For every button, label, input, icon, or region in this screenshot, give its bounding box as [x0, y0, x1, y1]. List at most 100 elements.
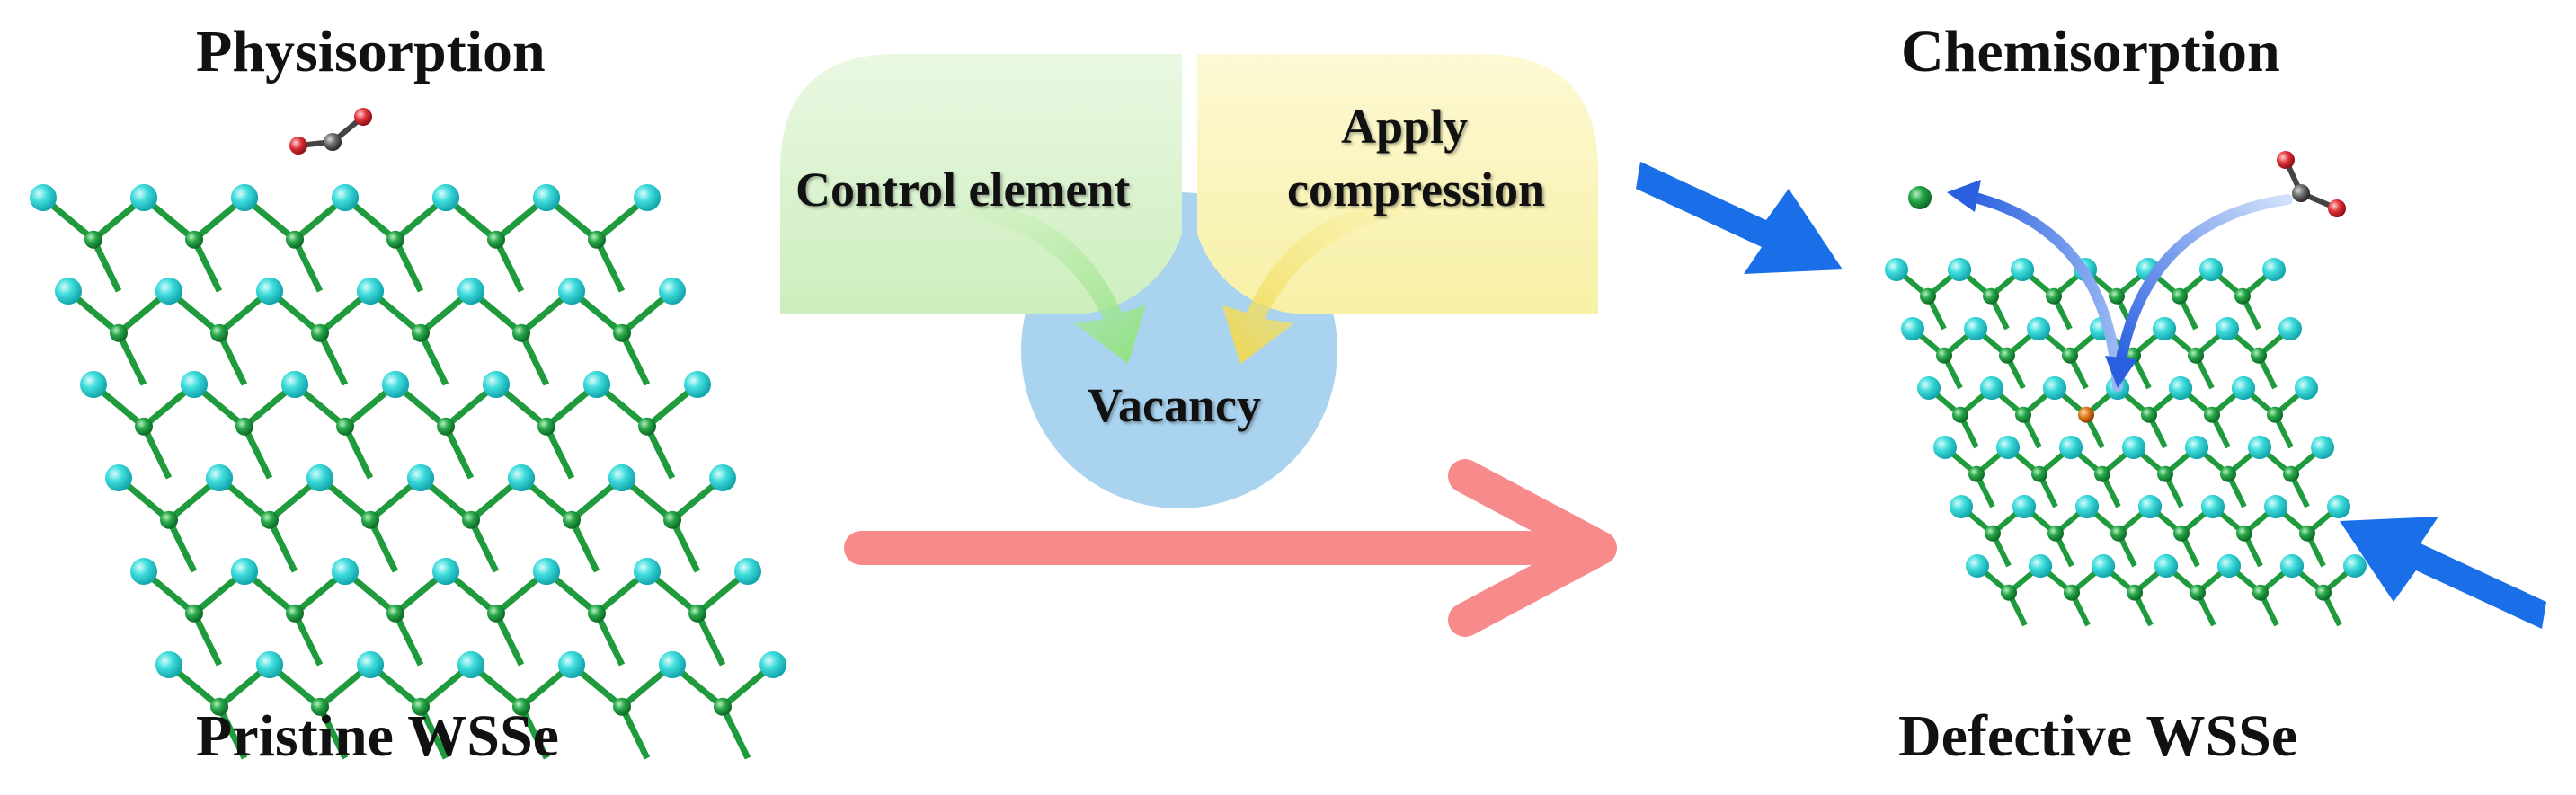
- metal-atom: [2267, 406, 2283, 423]
- chalcogen-atom: [281, 371, 308, 398]
- chalcogen-atom: [432, 558, 459, 585]
- metal-atom: [386, 604, 404, 623]
- chalcogen-atom: [1980, 376, 2003, 400]
- chalcogen-atom: [2327, 495, 2350, 518]
- chalcogen-atom: [2216, 317, 2239, 340]
- vacancy-label: Vacancy: [1088, 378, 1262, 432]
- chalcogen-atom: [2169, 376, 2192, 400]
- chalcogen-atom: [457, 651, 484, 678]
- defective-label: Defective WSSe: [1898, 703, 2298, 769]
- metal-atom: [336, 417, 354, 436]
- metal-atom: [437, 417, 455, 436]
- chalcogen-atom: [231, 184, 258, 211]
- metal-atom: [2001, 584, 2017, 601]
- metal-atom: [235, 417, 253, 436]
- chalcogen-atom: [759, 651, 786, 678]
- chalcogen-atom: [30, 184, 57, 211]
- adsorption-curve-arrows: [1947, 180, 2293, 392]
- chalcogen-atom: [1964, 317, 1987, 340]
- chalcogen-atom: [407, 464, 434, 491]
- pressure-arrow-icon: [1636, 162, 1843, 274]
- chalcogen-atom: [2278, 317, 2302, 340]
- chalcogen-atom: [2217, 554, 2241, 578]
- vacancy-site: [2078, 406, 2094, 423]
- pristine-label: Pristine WSSe: [196, 703, 559, 769]
- metal-atom: [2062, 347, 2078, 364]
- chalcogen-atom: [2122, 436, 2145, 459]
- metal-atom: [2299, 525, 2315, 542]
- metal-atom: [1920, 287, 1936, 305]
- metal-atom: [2064, 584, 2080, 601]
- metal-atom: [2109, 287, 2125, 305]
- metal-atom: [487, 230, 505, 249]
- chalcogen-atom: [206, 464, 233, 491]
- chalcogen-atom: [181, 371, 208, 398]
- metal-atom: [185, 230, 203, 249]
- chalcogen-atom: [533, 184, 560, 211]
- chalcogen-atom: [155, 651, 182, 678]
- chalcogen-atom: [2138, 495, 2162, 518]
- chalcogen-atom: [2280, 554, 2304, 578]
- chalcogen-atom: [256, 651, 283, 678]
- metal-atom: [2046, 287, 2062, 305]
- chalcogen-atom: [306, 464, 333, 491]
- metal-atom: [487, 604, 505, 623]
- chalcogen-atom: [2248, 436, 2271, 459]
- defective-lattice: [1885, 258, 2367, 627]
- metal-atom: [663, 510, 681, 529]
- metal-atom: [2157, 465, 2173, 482]
- metal-atom: [462, 510, 480, 529]
- metal-atom: [613, 697, 631, 716]
- chalcogen-atom: [457, 278, 484, 305]
- chalcogen-atom: [1950, 495, 1973, 518]
- chalcogen-atom: [1917, 376, 1941, 400]
- co2-molecule-icon: [2277, 151, 2346, 217]
- right-arrow-icon: [844, 459, 1617, 637]
- metal-atom: [412, 323, 430, 342]
- green-inner-arrow-icon: [966, 202, 1146, 364]
- chalcogen-atom: [2059, 436, 2083, 459]
- chalcogen-atom: [1966, 554, 1989, 578]
- metal-atom: [412, 697, 430, 716]
- chalcogen-atom: [2011, 258, 2034, 281]
- chalcogen-atom: [1901, 317, 1924, 340]
- metal-atom: [2190, 584, 2206, 601]
- metal-atom: [386, 230, 404, 249]
- chalcogen-atom: [80, 371, 107, 398]
- chalcogen-atom: [2154, 554, 2178, 578]
- metal-atom: [512, 323, 530, 342]
- co2-molecule-icon: [289, 108, 372, 155]
- chalcogen-atom: [332, 558, 359, 585]
- chalcogen-atom: [382, 371, 409, 398]
- chalcogen-atom: [155, 278, 182, 305]
- pressure-arrow-icon: [2340, 517, 2546, 629]
- chalcogen-atom: [508, 464, 535, 491]
- metal-atom: [110, 323, 128, 342]
- metal-atom: [2094, 465, 2110, 482]
- chalcogen-atom: [2232, 376, 2255, 400]
- chalcogen-atom: [2075, 495, 2099, 518]
- chemisorption-title: Chemisorption: [1901, 19, 2280, 84]
- chalcogen-atom: [684, 371, 711, 398]
- chalcogen-atom: [558, 651, 585, 678]
- metal-atom: [512, 697, 530, 716]
- metal-atom: [2141, 406, 2157, 423]
- chalcogen-atom: [734, 558, 761, 585]
- chalcogen-atom: [1996, 436, 2020, 459]
- metal-atom: [1999, 347, 2015, 364]
- chalcogen-atom: [357, 651, 384, 678]
- chalcogen-atom: [2029, 554, 2052, 578]
- metal-atom: [261, 510, 279, 529]
- chalcogen-atom: [1885, 258, 1908, 281]
- metal-atom: [563, 510, 581, 529]
- compression-label: compression: [1287, 163, 1546, 216]
- physisorption-title: Physisorption: [196, 19, 546, 84]
- chalcogen-atom: [130, 184, 157, 211]
- chalcogen-atom: [2311, 436, 2334, 459]
- chalcogen-atom: [2092, 554, 2115, 578]
- metal-atom: [2110, 525, 2127, 542]
- chalcogen-atom: [634, 184, 661, 211]
- metal-atom: [588, 604, 606, 623]
